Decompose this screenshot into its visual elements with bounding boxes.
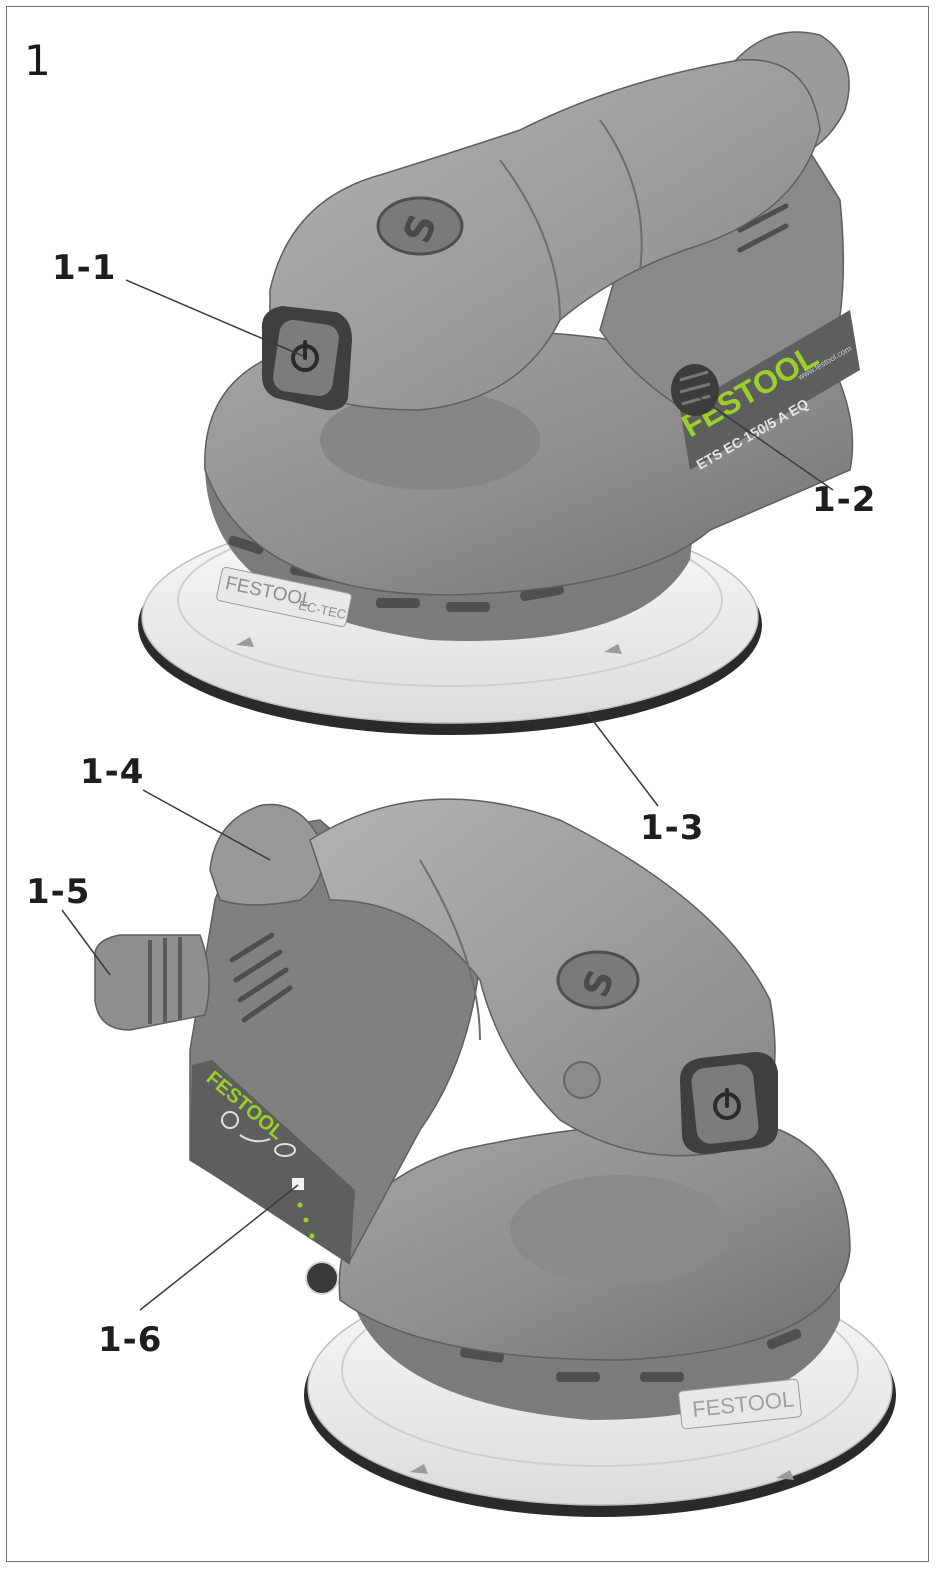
vent-slots-bottom xyxy=(460,1328,802,1382)
panel-icons xyxy=(221,1111,296,1157)
callout-1-1: 1-1 xyxy=(52,248,117,288)
callout-1-3: 1-3 xyxy=(640,808,705,848)
pad-label-tag-bottom xyxy=(678,1378,802,1430)
power-switch-bottom[interactable] xyxy=(680,1052,778,1154)
power-switch-top[interactable] xyxy=(261,306,352,411)
top-logo-badge: S xyxy=(376,196,464,256)
label-plate xyxy=(680,310,860,470)
speed-dial-wheel[interactable] xyxy=(671,364,719,416)
leader-lines-bottom xyxy=(61,789,299,1311)
cable-connector xyxy=(93,934,210,1031)
sander-bottom-view: FESTOOL FESTOOL xyxy=(93,798,896,1517)
top-grip-handle xyxy=(269,58,821,411)
bottom-logo-badge: S xyxy=(556,950,640,1010)
callout-1-4: 1-4 xyxy=(80,752,145,792)
side-vent-grille xyxy=(229,932,293,1023)
sander-top-view: FESTOOL EC-TEC FESTOOL ETS EC 150/5 A EQ xyxy=(138,31,860,735)
bluetooth-button[interactable] xyxy=(305,1261,339,1295)
panel-led-dots xyxy=(297,1202,315,1239)
figure-frame xyxy=(6,6,929,1562)
callout-1-5: 1-5 xyxy=(26,872,91,912)
figure-number: 1 xyxy=(24,36,51,85)
leader-lines-top xyxy=(125,279,834,807)
dust-port-bottom xyxy=(209,803,324,906)
callout-1-2: 1-2 xyxy=(812,480,877,520)
callout-1-6: 1-6 xyxy=(98,1320,163,1360)
pad-label-tag xyxy=(216,566,352,628)
